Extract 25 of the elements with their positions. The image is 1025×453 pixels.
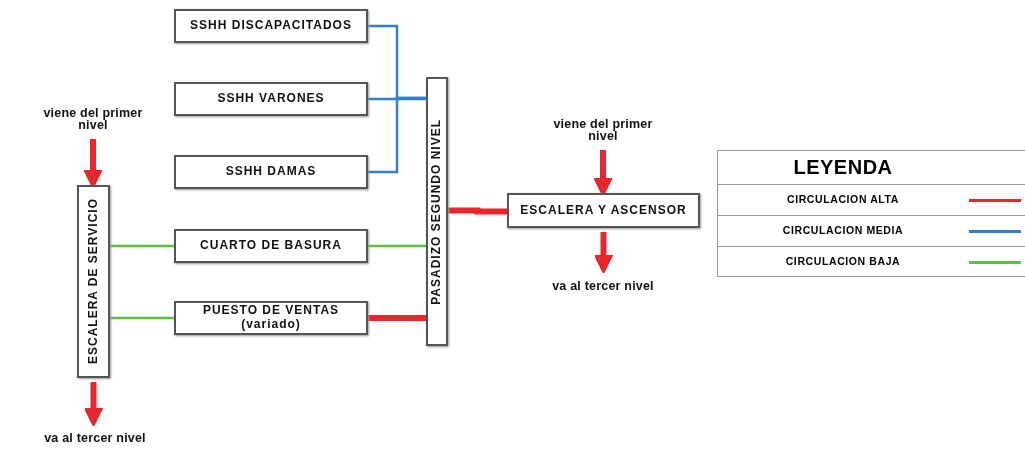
process-box: SSHH DISCAPACITADOS <box>174 9 368 43</box>
process-box: PUESTO DE VENTAS (variado) <box>174 301 368 335</box>
flow-note: viene del primer nivel <box>42 106 144 132</box>
connector-line <box>368 315 426 321</box>
arrow <box>593 232 614 274</box>
vertical-process-box: ESCALERA DE SERVICIO <box>77 185 110 378</box>
vertical-process-box: PASADIZO SEGUNDO NIVEL <box>426 77 448 346</box>
process-box: SSHH DAMAS <box>174 155 368 189</box>
flow-note: viene del primer nivel <box>552 117 654 143</box>
flow-note: va al tercer nivel <box>44 431 146 445</box>
process-box: SSHH VARONES <box>174 82 368 116</box>
flow-note: va al tercer nivel <box>552 279 654 293</box>
connector-line <box>448 207 507 215</box>
connector-line <box>368 97 426 101</box>
legend-text: CIRCULACION MEDIA <box>781 224 905 236</box>
legend-title: LEYENDA <box>792 156 894 179</box>
legend-text: CIRCULACION ALTA <box>785 193 901 205</box>
process-box: CUARTO DE BASURA <box>174 229 368 263</box>
connector-line <box>368 96 426 174</box>
connector-line <box>368 244 426 248</box>
legend-text: CIRCULACION BAJA <box>784 255 902 267</box>
arrow <box>83 382 104 427</box>
connector-line <box>110 244 174 248</box>
process-box: ESCALERA Y ASCENSOR <box>507 193 700 228</box>
connector-line <box>110 316 174 320</box>
